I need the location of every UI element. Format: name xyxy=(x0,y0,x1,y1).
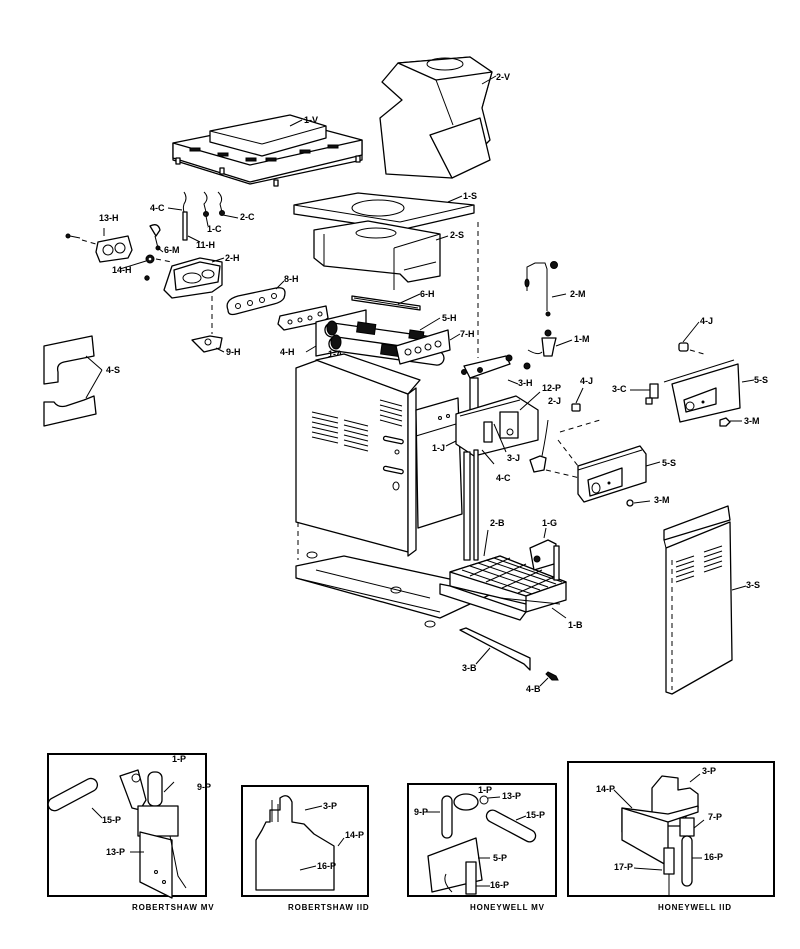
inset4-label-3: 7-P xyxy=(708,812,722,822)
part-3b-4b-rail: 3-B 4-B xyxy=(459,627,559,694)
label-3b: 3-B xyxy=(462,663,477,673)
part-burner-tray: 2-B 1-G 1-B xyxy=(439,518,583,630)
inset1-label-3: 15-P xyxy=(102,815,121,825)
label-4j-right: 4-J xyxy=(700,316,713,326)
inset4-label-4: 16-P xyxy=(704,852,723,862)
label-2s: 2-S xyxy=(450,230,464,240)
label-9h: 9-H xyxy=(226,347,241,357)
part-control-box: 3-H 12-P 2-J 3-J 4-C xyxy=(455,354,581,561)
label-4c-mid: 4-C xyxy=(496,473,511,483)
part-5s-right-panel: 4-J 3-C 5-S 3-M xyxy=(612,316,768,427)
label-2b: 2-B xyxy=(490,518,505,528)
part-5s-mid-panel: 5-S 3-M xyxy=(557,439,676,507)
inset-honeywell-iid: 3-P 14-P 7-P 16-P 17-P HONEYWELL IID xyxy=(567,761,775,912)
label-5s-mid: 5-S xyxy=(662,458,676,468)
inset4-label-5: 17-P xyxy=(614,862,633,872)
part-1v-vent-top: 1-V xyxy=(172,114,363,187)
label-4h: 4-H xyxy=(280,347,295,357)
inset2-label-1: 3-P xyxy=(323,801,337,811)
label-1s: 1-S xyxy=(463,191,477,201)
label-1b: 1-B xyxy=(568,620,583,630)
label-1v: 1-V xyxy=(304,115,318,125)
inset1-label-2: 9-P xyxy=(197,782,211,792)
label-2j: 2-J xyxy=(548,396,561,406)
label-5s-right: 5-S xyxy=(754,375,768,385)
label-7h: 7-H xyxy=(460,329,475,339)
inset4-label-1: 3-P xyxy=(702,766,716,776)
label-1a: 1-A xyxy=(328,349,343,359)
part-group-burner-controls: 1-C 2-C 4-C 11-H 13-H 6-M 14-H xyxy=(65,191,255,357)
label-12p: 12-P xyxy=(542,383,561,393)
inset-robertshaw-mv: 1-P 9-P 15-P 13-P ROBERTSHAW MV xyxy=(47,753,214,912)
inset1-label-4: 13-P xyxy=(106,847,125,857)
label-5h: 5-H xyxy=(442,313,457,323)
label-6m: 6-M xyxy=(164,245,180,255)
label-8h: 8-H xyxy=(284,274,299,284)
label-11h: 11-H xyxy=(196,240,215,250)
label-1g: 1-G xyxy=(542,518,557,528)
part-6h-bar: 6-H xyxy=(351,289,435,311)
inset3-title: HONEYWELL MV xyxy=(470,903,545,912)
inset2-label-2: 14-P xyxy=(345,830,364,840)
inset-robertshaw-iid: 3-P 14-P 16-P ROBERTSHAW IID xyxy=(241,785,369,912)
label-4j-mid: 4-J xyxy=(580,376,593,386)
label-3c: 3-C xyxy=(612,384,627,394)
label-14h: 14-H xyxy=(112,265,132,275)
label-4c-top: 4-C xyxy=(150,203,165,213)
part-4s-side-panels: 4-S xyxy=(43,335,120,427)
inset3-label-4: 15-P xyxy=(526,810,545,820)
inset-honeywell-mv: 9-P 1-P 13-P 15-P 5-P 16-P HONEYWELL MV xyxy=(407,783,557,912)
label-4b: 4-B xyxy=(526,684,541,694)
label-1m: 1-M xyxy=(574,334,590,344)
label-3s: 3-S xyxy=(746,580,760,590)
inset4-title: HONEYWELL IID xyxy=(658,903,732,912)
label-2m: 2-M xyxy=(570,289,586,299)
label-1j: 1-J xyxy=(432,443,445,453)
label-2h: 2-H xyxy=(225,253,240,263)
inset3-label-2: 13-P xyxy=(502,791,521,801)
label-3m-right: 3-M xyxy=(744,416,760,426)
part-2m-1m-sensors: 2-M 1-M xyxy=(523,261,590,370)
inset3-label-6: 16-P xyxy=(490,880,509,890)
inset2-title: ROBERTSHAW IID xyxy=(288,903,369,912)
label-6h: 6-H xyxy=(420,289,435,299)
label-3h: 3-H xyxy=(518,378,533,388)
inset2-label-3: 16-P xyxy=(317,861,336,871)
part-main-cabinet: 1-J xyxy=(295,353,501,628)
label-13h: 13-H xyxy=(99,213,119,223)
part-2s-support: 2-S xyxy=(313,220,464,290)
inset4-label-2: 14-P xyxy=(596,784,615,794)
inset1-title: ROBERTSHAW MV xyxy=(132,903,214,912)
part-heat-exchanger: 4-H 5-H 7-H 1-A xyxy=(280,309,475,369)
inset1-label-1: 1-P xyxy=(172,754,186,764)
label-4s: 4-S xyxy=(106,365,120,375)
label-2c: 2-C xyxy=(240,212,255,222)
part-4j-mid: 4-J xyxy=(559,376,601,433)
part-8h-orifice-plate: 8-H xyxy=(226,274,329,331)
label-3j: 3-J xyxy=(507,453,520,463)
label-2v: 2-V xyxy=(496,72,510,82)
part-3s-front-door: 3-S xyxy=(663,505,760,695)
label-1c: 1-C xyxy=(207,224,222,234)
inset3-label-3: 9-P xyxy=(414,807,428,817)
inset3-label-1: 1-P xyxy=(478,785,492,795)
label-3m-mid: 3-M xyxy=(654,495,670,505)
inset3-label-5: 5-P xyxy=(493,853,507,863)
part-1s-top-plate: 1-S xyxy=(293,191,477,231)
part-2v-vent-hood: 2-V xyxy=(379,56,510,179)
